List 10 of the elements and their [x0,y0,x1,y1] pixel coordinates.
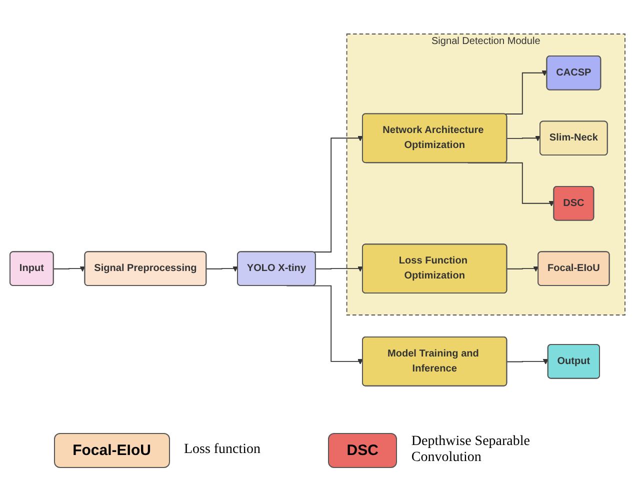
arrow [53,266,86,272]
legend-swatch: Focal-EIoU [54,432,170,468]
arrow [315,266,364,272]
arrow [506,266,539,272]
arrow [506,358,548,364]
arrow [206,266,238,272]
legend-text: Loss function [184,442,261,458]
legend-swatch: DSC [328,432,398,468]
arrow [506,136,541,142]
legend-text: Depthwise Separable Convolution [411,434,531,466]
